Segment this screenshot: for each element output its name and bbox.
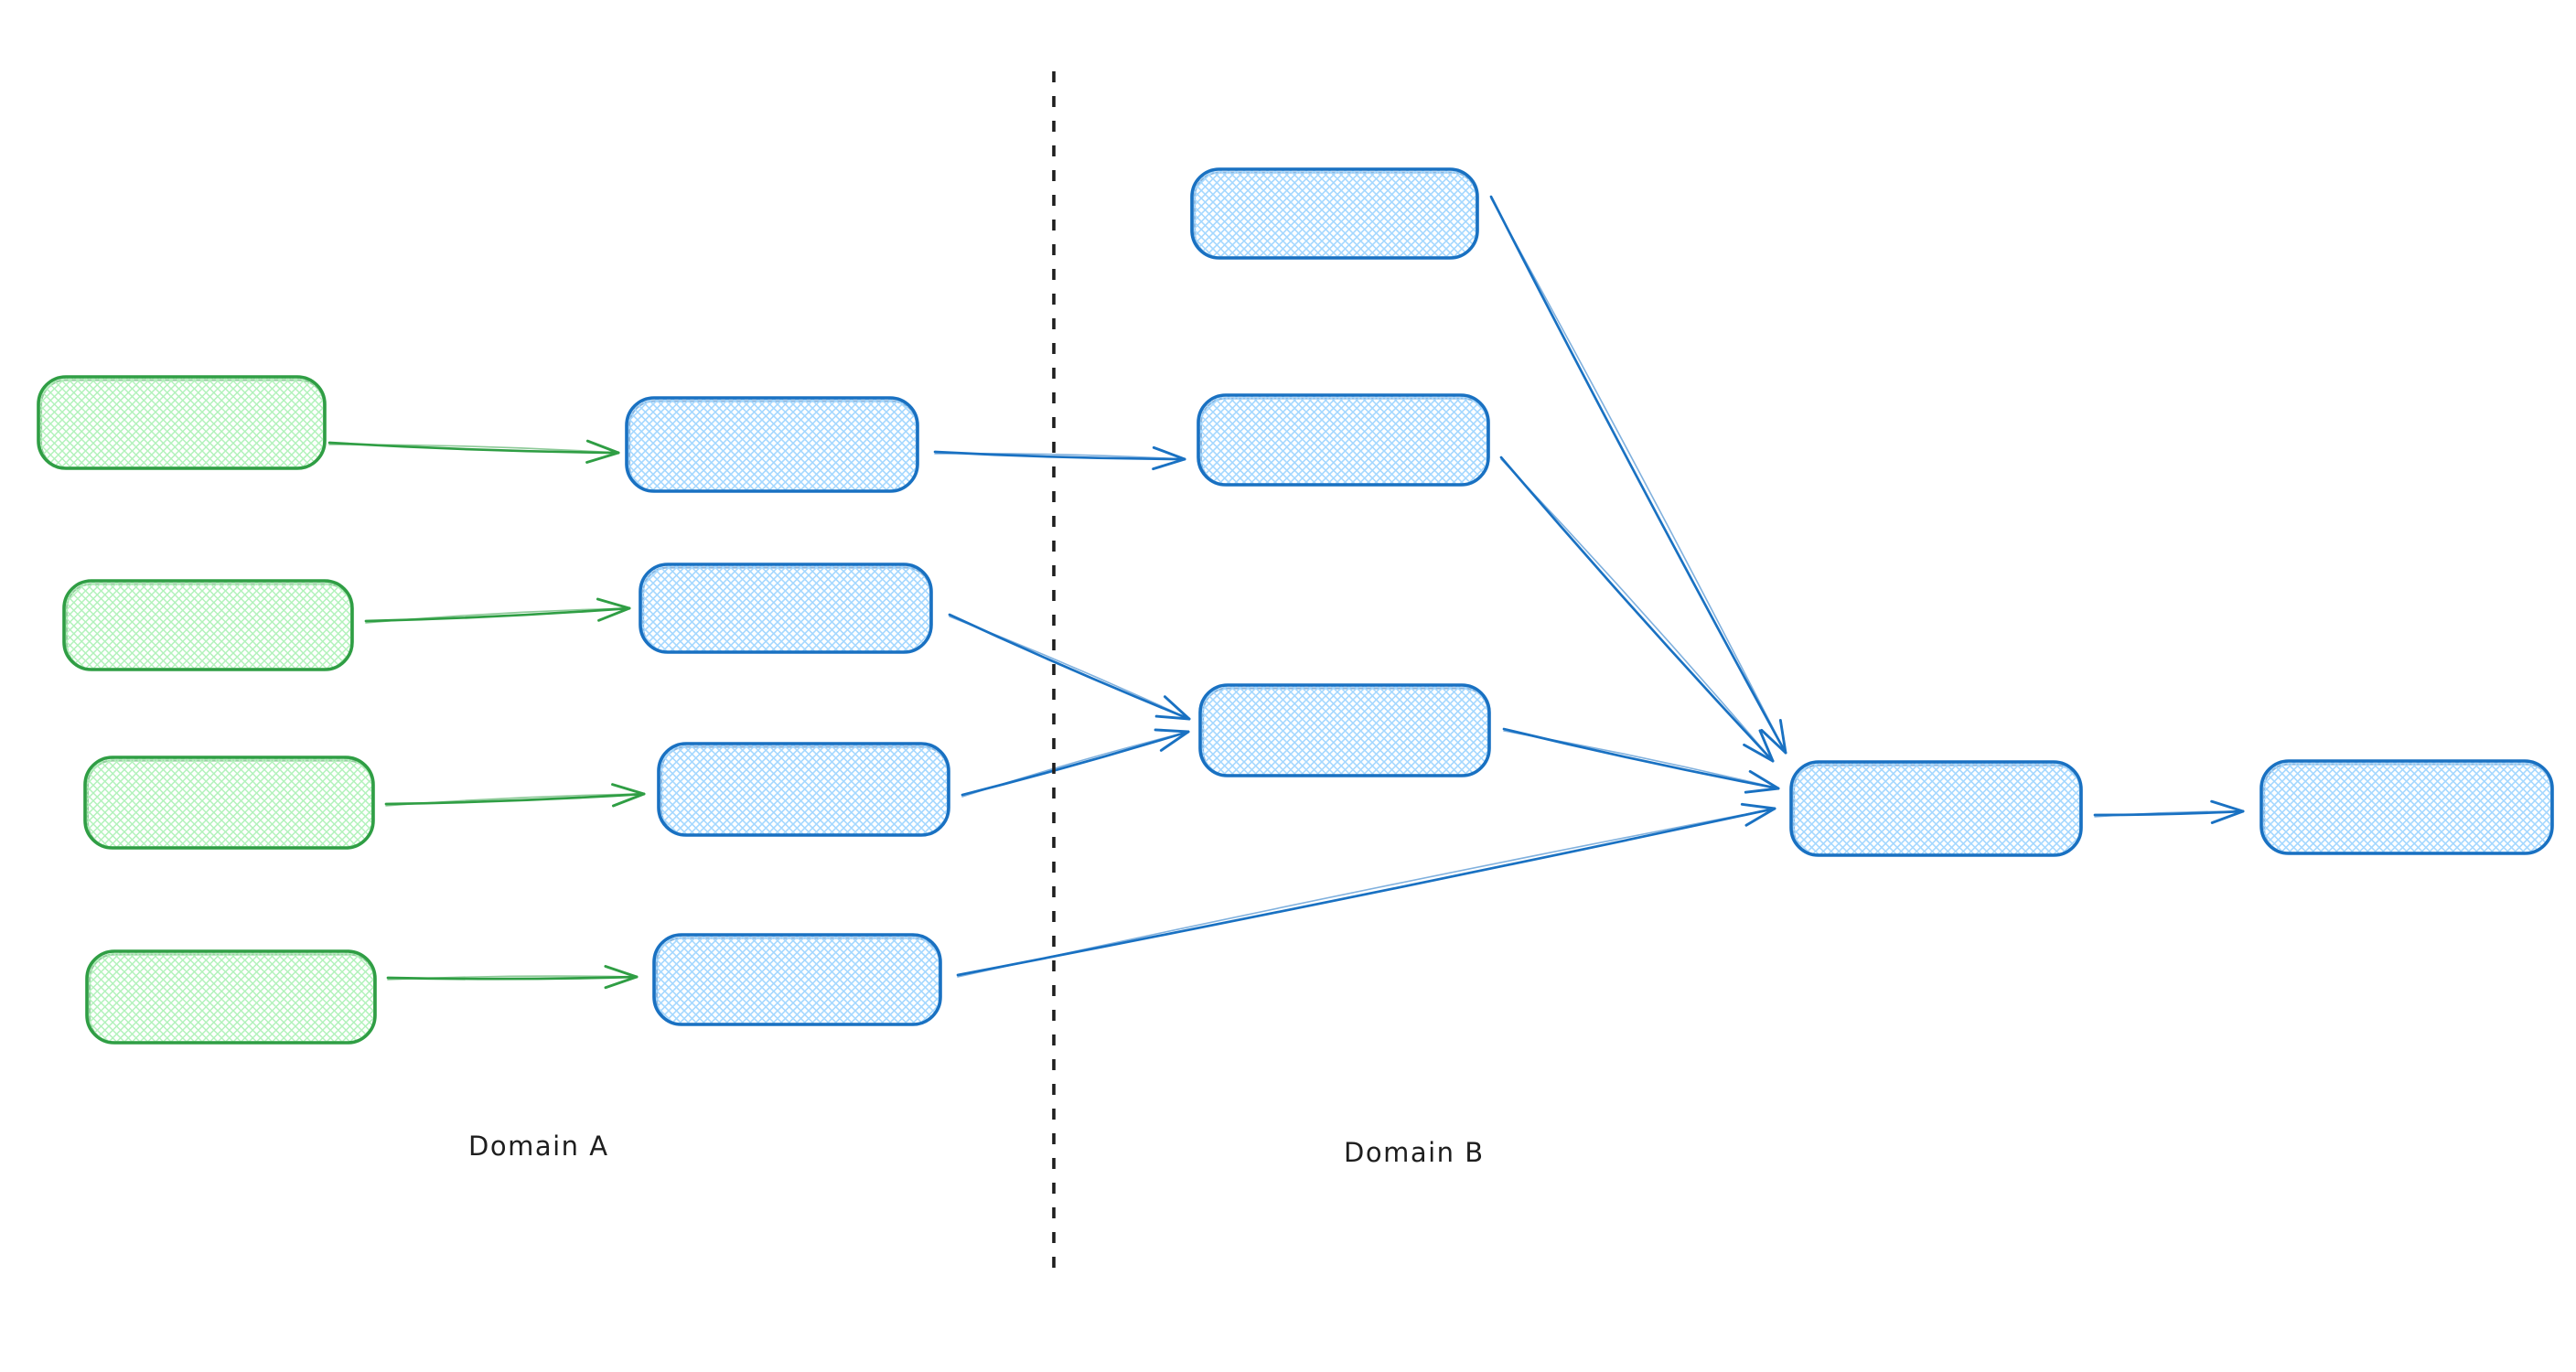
edge-b2-to-hub xyxy=(1499,456,1775,763)
node-blue-b1 xyxy=(1190,167,1479,260)
edge-green3-to-a3 xyxy=(384,783,646,808)
node-blue-b2 xyxy=(1197,393,1490,487)
edge-a1-to-b2 xyxy=(933,445,1186,471)
node-blue-a1 xyxy=(625,396,919,493)
edges-layer xyxy=(327,195,2245,990)
nodes-layer xyxy=(37,167,2554,1045)
node-green-3 xyxy=(83,756,375,850)
edge-green1-to-a1 xyxy=(327,439,620,464)
node-green-4 xyxy=(85,949,377,1045)
node-blue-hub xyxy=(1789,760,2083,857)
node-blue-a4 xyxy=(652,933,942,1026)
node-blue-a3 xyxy=(657,742,950,837)
node-blue-b3 xyxy=(1198,683,1491,777)
node-green-2 xyxy=(62,579,354,671)
edge-a4-to-hub xyxy=(956,802,1776,978)
edge-a2-to-b3 xyxy=(948,613,1191,721)
edge-green2-to-a2 xyxy=(364,597,631,624)
node-blue-final xyxy=(2259,759,2554,855)
edge-green4-to-a4 xyxy=(386,965,639,990)
domain-a-label: Domain A xyxy=(468,1131,609,1162)
edge-b3-to-hub xyxy=(1502,727,1780,794)
node-blue-a2 xyxy=(639,563,933,654)
node-green-1 xyxy=(37,375,327,470)
edge-a3-to-b3 xyxy=(961,728,1190,798)
edge-hub-to-final xyxy=(2093,799,2245,824)
edge-b1-to-hub xyxy=(1489,195,1787,755)
domain-b-label: Domain B xyxy=(1344,1137,1485,1168)
